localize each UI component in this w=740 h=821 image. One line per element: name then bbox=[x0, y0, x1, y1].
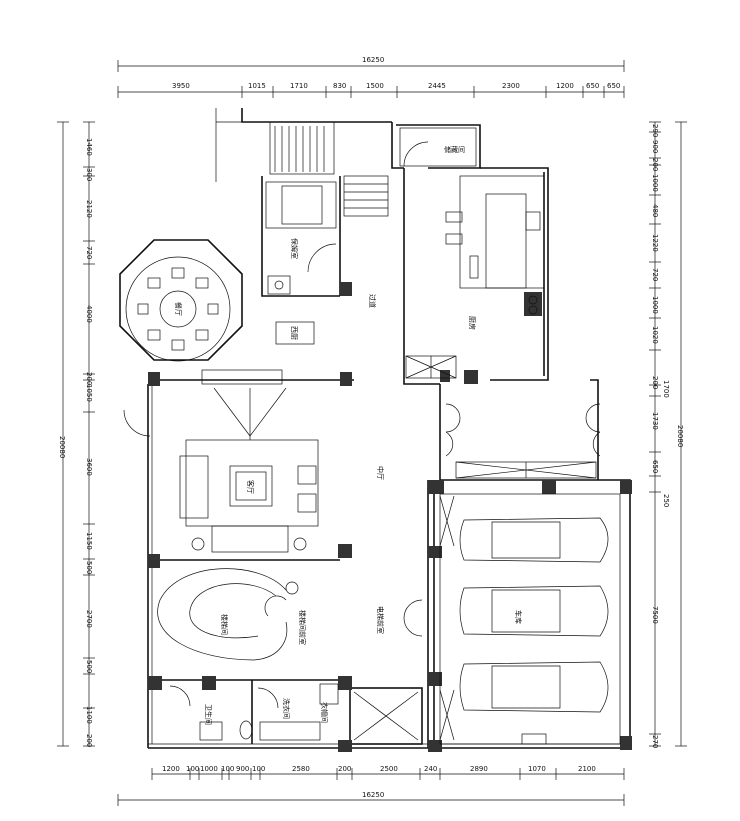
bottom-seg-12: 2100 bbox=[578, 765, 596, 773]
right-seg-3: 1000 bbox=[651, 174, 659, 192]
right-seg-10: 1730 bbox=[651, 412, 659, 430]
storage-room: 储藏间 bbox=[399, 127, 477, 167]
laundry-label: 洗衣间 bbox=[282, 698, 291, 719]
storage-label: 储藏间 bbox=[444, 145, 465, 154]
corridor-label: 过道 bbox=[368, 294, 377, 308]
top-stairs bbox=[269, 121, 389, 217]
bottom-total-label: 16250 bbox=[362, 791, 384, 799]
right-seg-2: 200 bbox=[651, 158, 659, 171]
top-seg-9: 650 bbox=[607, 82, 620, 90]
laundry: 洗衣间 bbox=[257, 687, 321, 741]
living-room: 客厅 bbox=[123, 369, 319, 553]
left-seg-3: 720 bbox=[85, 246, 93, 259]
bottom-seg-1: 100 bbox=[186, 765, 199, 773]
right-seg-11: 1700 bbox=[662, 380, 670, 398]
top-seg-4: 1500 bbox=[366, 82, 384, 90]
bottom-seg-2: 1000 bbox=[200, 765, 218, 773]
top-total-label: 16250 bbox=[362, 56, 384, 64]
bottom-seg-0: 1200 bbox=[162, 765, 180, 773]
dining-room: 餐厅 bbox=[119, 239, 243, 362]
bottom-seg-10: 2890 bbox=[470, 765, 488, 773]
right-seg-13: 250 bbox=[662, 494, 670, 507]
right-seg-8: 1020 bbox=[651, 326, 659, 344]
top-seg-3: 830 bbox=[333, 82, 346, 90]
west-kitchen-label: 西厨 bbox=[290, 326, 298, 340]
kitchen: 厨房 bbox=[405, 175, 545, 379]
left-seg-1: 300 bbox=[85, 168, 93, 181]
bottom-seg-4: 900 bbox=[236, 765, 249, 773]
elevator-hall-label: 电梯前室 bbox=[376, 606, 385, 634]
elevator-hall-door bbox=[403, 599, 423, 619]
bathroom: 卫生间 bbox=[169, 685, 253, 741]
dining-label: 餐厅 bbox=[174, 302, 183, 316]
entry-doors bbox=[445, 403, 601, 479]
elevator-hall-door-2 bbox=[403, 617, 423, 637]
top-seg-7: 1200 bbox=[556, 82, 574, 90]
cloak-room: 衣帽间 bbox=[319, 683, 339, 723]
stair-hall-label: 楼梯间前室 bbox=[298, 610, 307, 645]
top-seg-0: 3950 bbox=[172, 82, 190, 90]
right-seg-0: 290 bbox=[651, 124, 659, 137]
structural-columns bbox=[148, 282, 632, 752]
right-seg-12: 650 bbox=[651, 460, 659, 473]
left-seg-12: 1100 bbox=[85, 706, 93, 724]
left-total-label: 20080 bbox=[58, 436, 66, 458]
right-seg-14: 7500 bbox=[651, 606, 659, 624]
exterior-walls bbox=[147, 108, 631, 749]
bottom-seg-11: 1070 bbox=[528, 765, 546, 773]
top-seg-8: 650 bbox=[586, 82, 599, 90]
left-dimension-segments: 1460 300 2120 720 4000 200 1050 3600 115… bbox=[83, 121, 95, 747]
left-seg-6: 1050 bbox=[85, 384, 93, 402]
nanny-label: 保姆室 bbox=[290, 238, 299, 259]
right-seg-1: 900 bbox=[651, 140, 659, 153]
right-seg-6: 720 bbox=[651, 268, 659, 281]
bottom-seg-6: 2580 bbox=[292, 765, 310, 773]
left-seg-2: 2120 bbox=[85, 200, 93, 218]
left-seg-0: 1460 bbox=[85, 138, 93, 156]
cloak-label: 衣帽间 bbox=[320, 702, 329, 723]
top-seg-2: 1710 bbox=[290, 82, 308, 90]
garage: 车库 bbox=[439, 493, 621, 745]
left-dimension-total: 20080 bbox=[57, 121, 69, 747]
right-dimension-total: 20080 bbox=[675, 121, 687, 747]
bathroom-label: 卫生间 bbox=[204, 704, 213, 725]
bottom-seg-5: 100 bbox=[252, 765, 265, 773]
spiral-stair: 楼梯间 bbox=[157, 568, 299, 661]
living-label: 客厅 bbox=[246, 480, 255, 494]
bottom-seg-3: 100 bbox=[221, 765, 234, 773]
left-seg-8: 1150 bbox=[85, 532, 93, 550]
right-dimension-segments: 290 900 200 1000 480 1220 720 1000 1020 … bbox=[649, 121, 670, 748]
hall-label: 中厅 bbox=[376, 466, 385, 480]
bottom-dimension-total: 16250 bbox=[117, 791, 625, 806]
garage-label: 车库 bbox=[514, 610, 523, 624]
bottom-seg-9: 240 bbox=[424, 765, 437, 773]
left-seg-11: 500 bbox=[85, 660, 93, 673]
right-seg-5: 1220 bbox=[651, 234, 659, 252]
right-seg-15: 270 bbox=[651, 735, 659, 748]
left-seg-10: 2700 bbox=[85, 610, 93, 628]
elevator bbox=[353, 691, 419, 741]
nanny-room: 保姆室 bbox=[265, 181, 337, 295]
bottom-seg-7: 200 bbox=[338, 765, 351, 773]
top-seg-1: 1015 bbox=[248, 82, 266, 90]
west-kitchen: 西厨 bbox=[275, 321, 315, 345]
top-seg-6: 2300 bbox=[502, 82, 520, 90]
bottom-dimension-segments: 1200 100 1000 100 900 100 2580 200 2500 … bbox=[151, 765, 625, 780]
left-seg-5: 200 bbox=[85, 372, 93, 385]
right-seg-4: 480 bbox=[651, 204, 659, 217]
left-seg-9: 500 bbox=[85, 561, 93, 574]
top-dimension-total: 16250 bbox=[117, 56, 625, 72]
right-total-label: 20080 bbox=[676, 425, 684, 447]
top-dimension-segments: 3950 1015 1710 830 1500 2445 2300 1200 6… bbox=[117, 82, 625, 98]
bottom-seg-8: 2500 bbox=[380, 765, 398, 773]
top-seg-5: 2445 bbox=[428, 82, 446, 90]
left-seg-4: 4000 bbox=[85, 305, 93, 323]
left-seg-7: 3600 bbox=[85, 458, 93, 476]
stair-label: 楼梯间 bbox=[220, 614, 229, 635]
right-seg-9: 200 bbox=[651, 376, 659, 389]
left-seg-13: 200 bbox=[85, 734, 93, 747]
right-seg-7: 1000 bbox=[651, 296, 659, 314]
kitchen-label: 厨房 bbox=[468, 316, 477, 330]
